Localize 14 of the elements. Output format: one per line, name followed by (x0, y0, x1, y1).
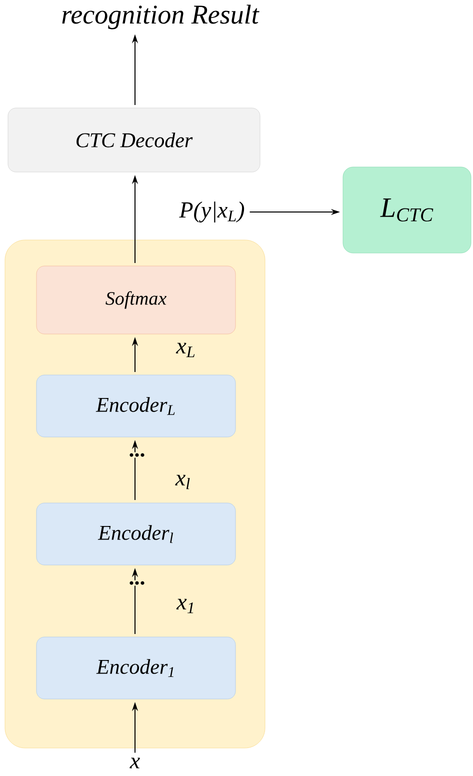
encoder-box: Encoder$_{L}$ (36, 374, 236, 438)
decoder-box: CTC Decoder (8, 108, 260, 172)
edge-label: x$_{1}$ (176, 598, 194, 614)
softmax-box: Softmax (36, 266, 236, 334)
heading-text: recognition Result (62, 4, 260, 30)
encoder-box: Encoder$_{l}$ (36, 502, 236, 566)
edge-label: x$_{L}$ (176, 342, 195, 358)
ellipsis-label: ... (128, 580, 146, 586)
loss-box: L$_{CTC}$ (342, 166, 472, 254)
formula-text: P(y|x$_{L}$) (179, 202, 244, 222)
edge-label: x$_{l}$ (175, 474, 190, 490)
formula-text: x (130, 758, 140, 768)
ellipsis-label: ... (128, 452, 146, 458)
encoder-box: Encoder$_{1}$ (36, 636, 236, 700)
